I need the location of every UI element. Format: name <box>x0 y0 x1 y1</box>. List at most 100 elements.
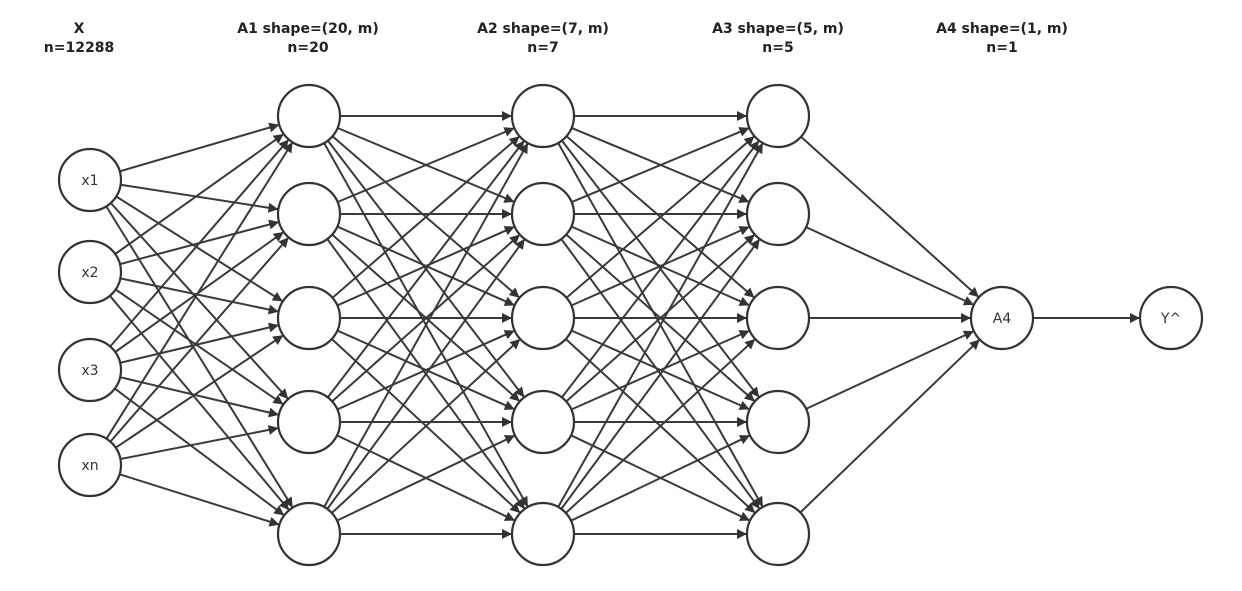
edge-input-4-to-a1-2 <box>109 237 289 443</box>
layer-headers: X n=12288 A1 shape=(20, m) n=20 A2 shape… <box>44 21 1068 56</box>
edge-a2-3-to-a3-1 <box>565 136 755 299</box>
node-circle <box>510 181 576 247</box>
node-circle <box>57 432 123 498</box>
node-label: xn <box>81 458 98 474</box>
edge-a3-5-to-a4-1 <box>799 339 980 514</box>
edge-input-1-to-a1-5 <box>105 205 294 508</box>
edge-a1-4-to-a2-2 <box>331 234 520 403</box>
a4-layer-title: A4 shape=(1, m) <box>936 21 1068 37</box>
node-a3-5 <box>745 501 811 567</box>
edge-input-4-to-a1-1 <box>105 142 293 440</box>
node-a2-4 <box>510 389 576 455</box>
node-a1-1 <box>276 83 342 149</box>
edge-a2-2-to-a3-1 <box>571 127 750 204</box>
node-a1-3 <box>276 285 342 351</box>
edge-a2-5-to-a3-4 <box>570 434 751 522</box>
node-a2-5 <box>510 501 576 567</box>
node-circle <box>745 181 811 247</box>
node-input-1: x1 <box>57 147 123 213</box>
edge-a2-3-to-a3-2 <box>570 226 750 307</box>
node-a1-4 <box>276 389 342 455</box>
a4-layer-size: n=1 <box>986 40 1017 56</box>
edge-input-2-to-a1-5 <box>109 295 290 511</box>
edge-a2-5-to-a3-3 <box>565 338 756 514</box>
node-label: x3 <box>81 363 98 379</box>
node-label: x1 <box>81 173 98 189</box>
edge-a2-4-to-a3-1 <box>561 140 760 399</box>
node-circle <box>276 501 342 567</box>
edge-a2-4-to-a3-2 <box>565 234 755 403</box>
node-a3-3 <box>745 285 811 351</box>
a1-layer-size: n=20 <box>287 40 328 56</box>
edge-input-4-to-a1-3 <box>115 334 284 449</box>
edge-a2-5-to-a3-2 <box>560 238 760 510</box>
edge-a1-5-to-a2-2 <box>326 238 525 510</box>
node-circle <box>57 239 123 305</box>
node-circle <box>969 285 1035 351</box>
a1-layer-title: A1 shape=(20, m) <box>237 21 379 37</box>
edge-input-4-to-a1-5 <box>119 473 280 527</box>
edge-input-3-to-a1-5 <box>114 387 285 516</box>
edge-a1-3-to-a2-1 <box>331 136 520 299</box>
edge-a3-4-to-a4-1 <box>805 330 974 410</box>
connection-edges <box>105 111 1140 539</box>
edge-a1-5-to-a2-3 <box>331 338 521 514</box>
node-circle <box>57 147 123 213</box>
a2-layer-size: n=7 <box>527 40 558 56</box>
edge-input-1-to-a1-4 <box>110 202 289 400</box>
node-label: Y^ <box>1160 311 1181 327</box>
node-circle <box>57 337 123 403</box>
node-circle <box>745 501 811 567</box>
edge-a1-3-to-a2-2 <box>336 226 515 307</box>
node-circle <box>276 83 342 149</box>
input-layer-title: X <box>74 21 85 37</box>
node-output-1: Y^ <box>1138 285 1204 351</box>
node-input-3: x3 <box>57 337 123 403</box>
node-circle <box>510 83 576 149</box>
node-label: A4 <box>993 311 1012 327</box>
node-circle <box>745 83 811 149</box>
node-a2-2 <box>510 181 576 247</box>
node-circle <box>510 389 576 455</box>
edge-a1-2-to-a2-1 <box>337 127 515 203</box>
edge-input-4-to-a1-4 <box>120 425 279 460</box>
edge-a1-4-to-a2-1 <box>327 140 525 399</box>
edge-a2-4-to-a3-3 <box>570 330 750 411</box>
edge-input-3-to-a1-1 <box>109 139 289 348</box>
node-a1-5 <box>276 501 342 567</box>
edge-input-1-to-a1-2 <box>120 183 279 213</box>
edge-a2-5-to-a3-1 <box>557 143 764 508</box>
node-circle <box>510 285 576 351</box>
node-a3-4 <box>745 389 811 455</box>
node-circle <box>510 501 576 567</box>
node-a4-1: A4 <box>969 285 1035 351</box>
node-a2-3 <box>510 285 576 351</box>
node-circle <box>276 389 342 455</box>
a3-layer-size: n=5 <box>762 40 793 56</box>
edge-a3-2-to-a4-1 <box>805 226 974 306</box>
node-input-2: x2 <box>57 239 123 305</box>
node-a2-1 <box>510 83 576 149</box>
node-a3-2 <box>745 181 811 247</box>
edge-input-2-to-a1-1 <box>114 133 284 255</box>
node-circle <box>745 285 811 351</box>
edge-input-3-to-a1-3 <box>119 322 279 364</box>
node-circle <box>1138 285 1204 351</box>
input-layer-size: n=12288 <box>44 40 114 56</box>
edge-input-2-to-a1-3 <box>120 277 279 315</box>
edge-a1-5-to-a2-4 <box>336 434 516 522</box>
node-circle <box>745 389 811 455</box>
node-a3-1 <box>745 83 811 149</box>
node-a1-2 <box>276 181 342 247</box>
edge-a1-4-to-a2-3 <box>336 330 515 411</box>
edge-input-1-to-a1-3 <box>115 195 283 302</box>
a2-layer-title: A2 shape=(7, m) <box>477 21 609 37</box>
edge-input-1-to-a1-1 <box>119 122 280 173</box>
network-nodes: x1 x2 x3 xn A4 Y^ <box>57 83 1204 567</box>
a3-layer-title: A3 shape=(5, m) <box>712 21 844 37</box>
edge-a3-1-to-a4-1 <box>800 136 979 298</box>
edge-input-3-to-a1-4 <box>119 376 279 418</box>
node-circle <box>276 181 342 247</box>
node-label: x2 <box>81 265 98 281</box>
